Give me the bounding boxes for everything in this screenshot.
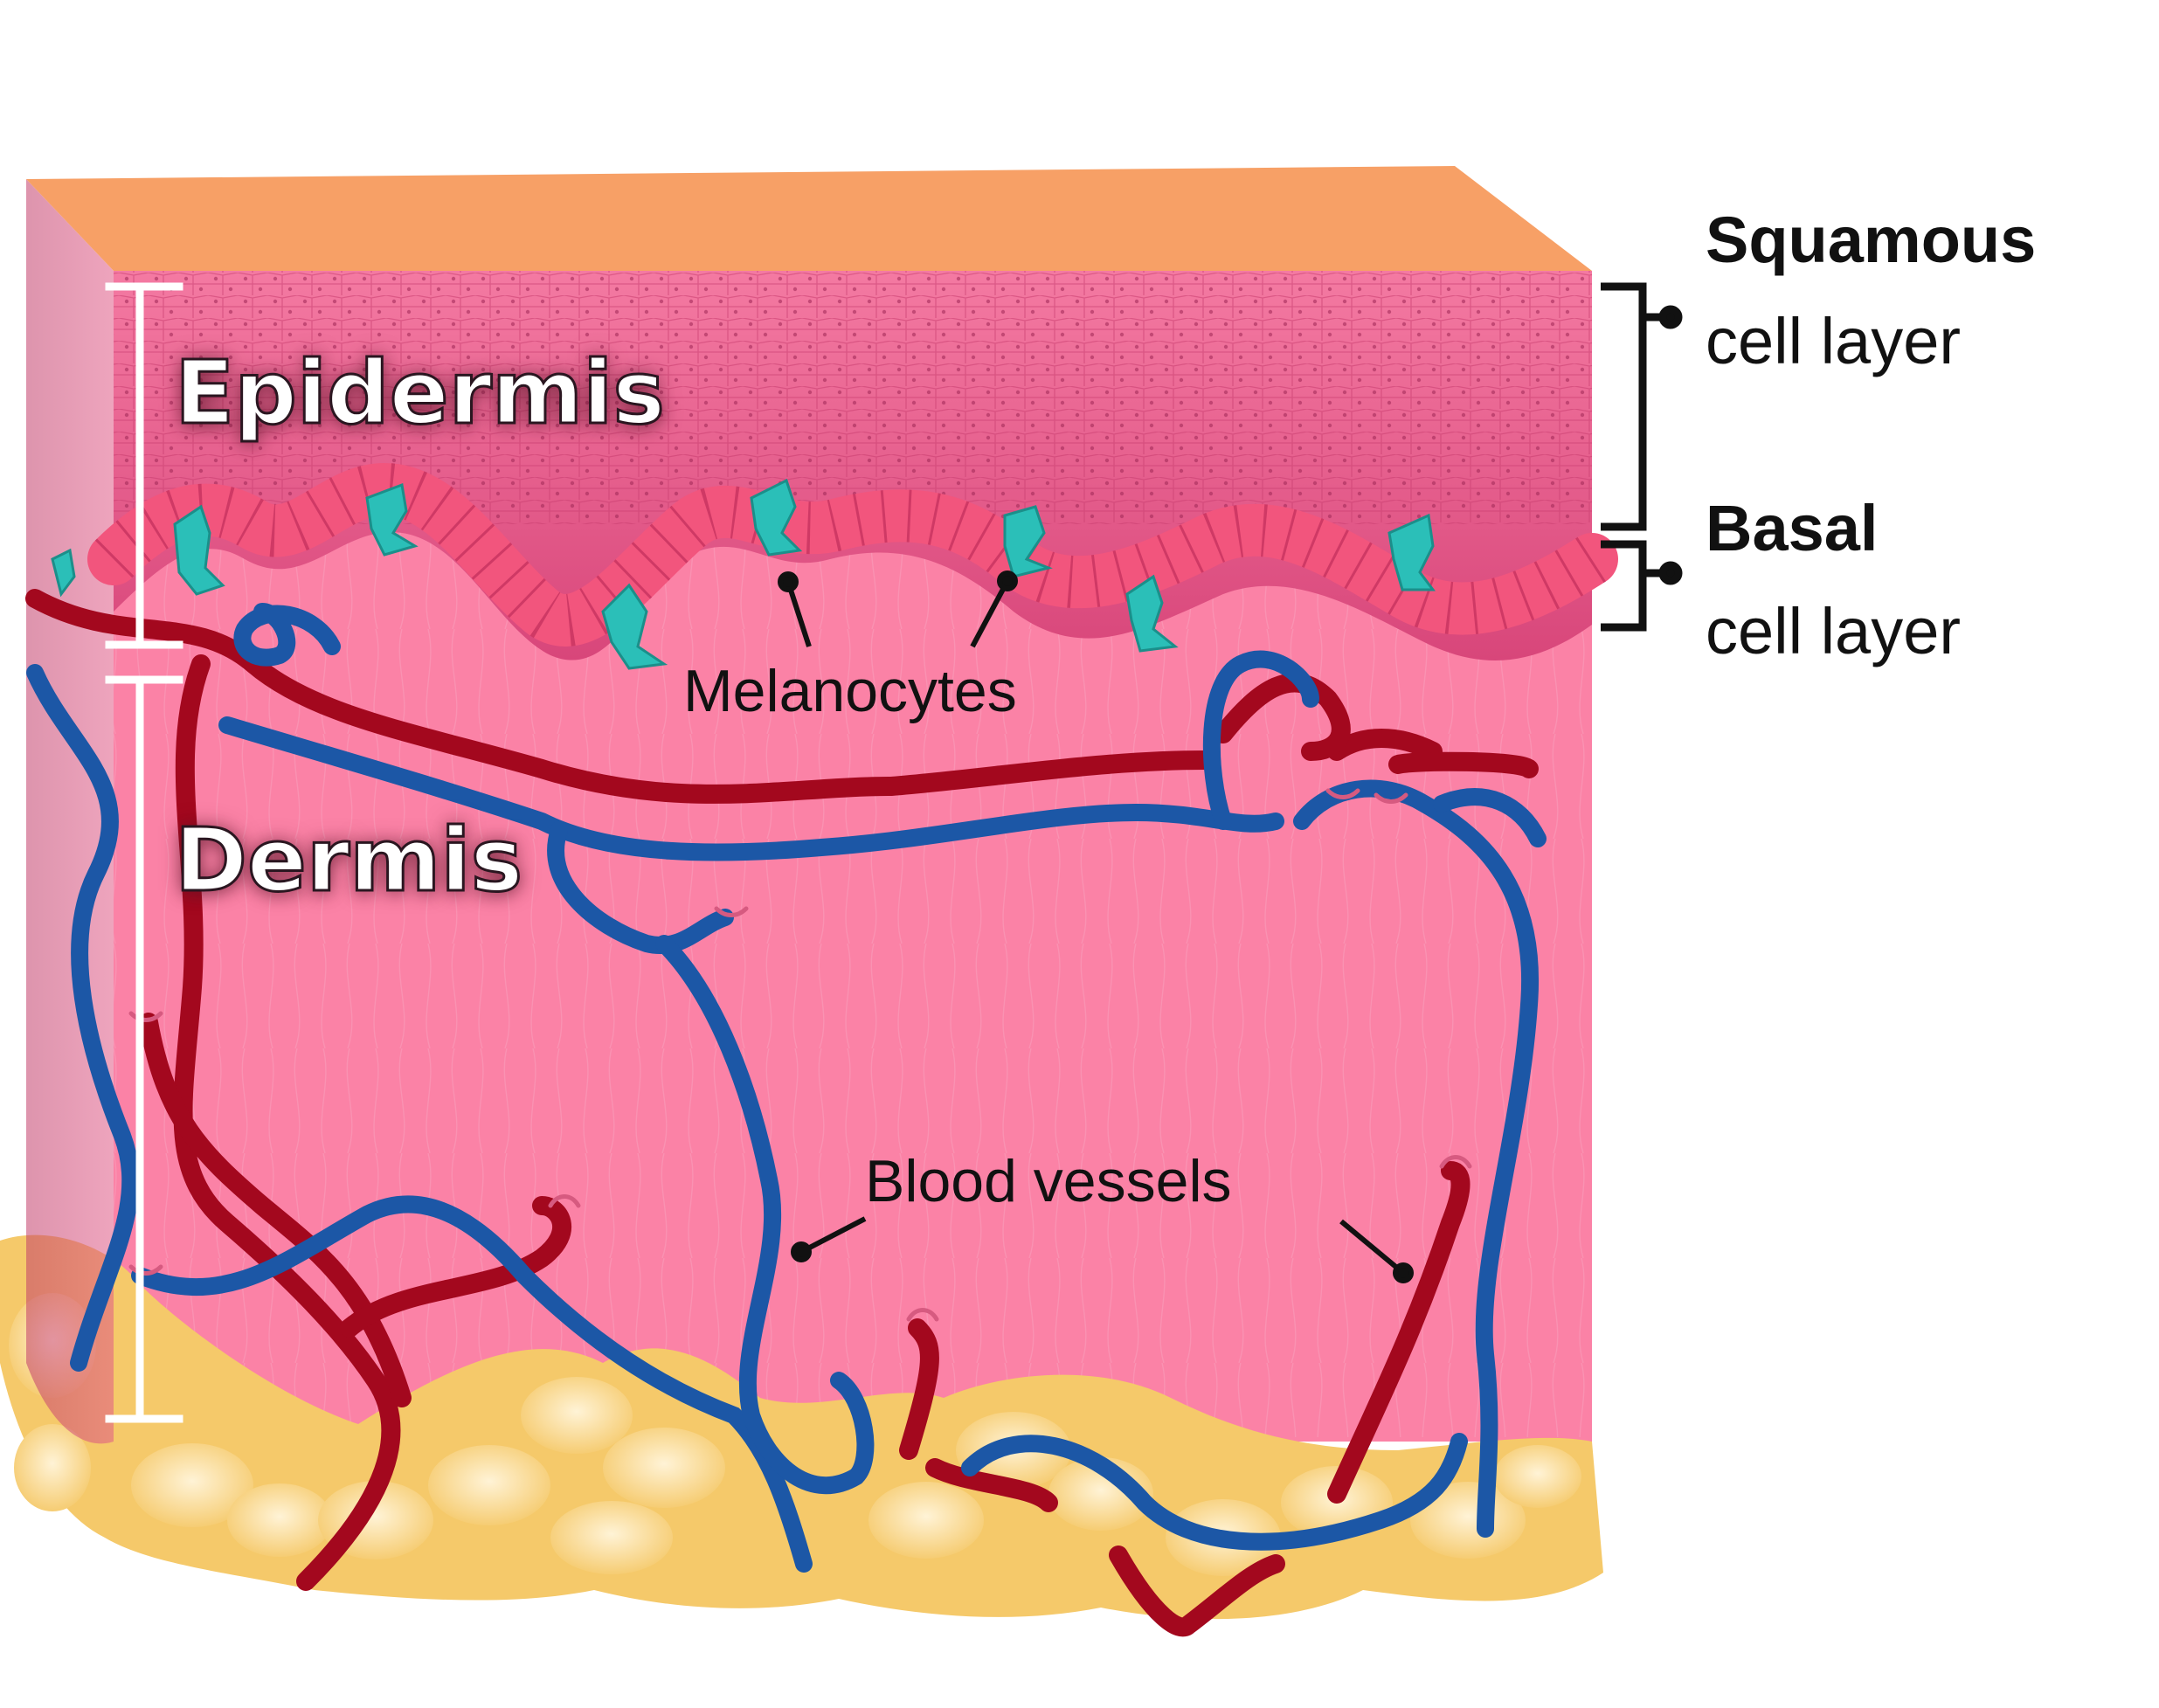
- veins: [26, 603, 1547, 1573]
- melanocyte-cells: [51, 478, 1436, 670]
- block-side-face: [26, 179, 114, 1444]
- melanocyte-leaders: [778, 570, 1018, 648]
- vessel-cut-ends: [128, 788, 1472, 1322]
- squamous-label-rest: cell layer: [1706, 305, 1961, 377]
- basal-label-bold: Basal: [1706, 492, 1879, 564]
- basal-label-rest: cell layer: [1706, 595, 1961, 667]
- dermis-label: Dermis: [173, 809, 523, 911]
- dermis-fibers: [114, 476, 1592, 1437]
- squamous-bracket-icon: [1601, 282, 1683, 531]
- skin-surface: [26, 166, 1592, 271]
- epidermis-label: Epidermis: [174, 342, 667, 444]
- blood-vessels-label: Blood vessels: [865, 1148, 1232, 1214]
- layer-scale-bar-icon: [105, 282, 183, 1423]
- squamous-label-bold: Squamous: [1706, 204, 2037, 276]
- basal-bracket-icon: [1601, 540, 1683, 632]
- blood-vessel-leaders: [791, 1216, 1414, 1283]
- melanocytes-label: Melanocytes: [683, 658, 1017, 724]
